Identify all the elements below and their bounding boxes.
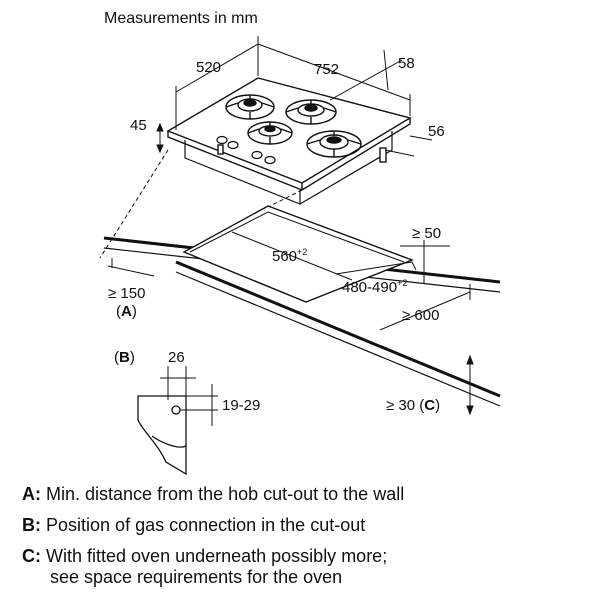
wall-clearance-marker: (A) <box>116 303 137 320</box>
legend-text: Min. distance from the hob cut-out to th… <box>46 484 405 504</box>
legend-item-c-continued: see space requirements for the oven <box>50 567 342 588</box>
hob-dimension-lines <box>156 36 433 157</box>
control-knobs <box>216 135 276 165</box>
cutout-depth-label: 480-490+2 <box>342 278 407 296</box>
hob-right-offset-label: 58 <box>398 55 415 72</box>
burner-rear-right <box>285 99 337 125</box>
hob-depth-label: 520 <box>196 59 221 76</box>
legend: A: Min. distance from the hob cut-out to… <box>0 484 600 594</box>
diagram-title: Measurements in mm <box>104 10 258 27</box>
legend-key: B: <box>22 515 41 535</box>
burner-front-right <box>306 130 362 158</box>
hob-width-label: 752 <box>314 61 339 78</box>
hob-height-label: 45 <box>130 117 147 134</box>
detail-b-drawing <box>137 366 218 476</box>
legend-key: C: <box>22 546 41 566</box>
legend-text: Position of gas connection in the cut-ou… <box>46 515 366 535</box>
cutout <box>182 205 414 303</box>
hob-glass-top <box>166 77 412 184</box>
burner-front-left <box>247 121 293 145</box>
side-clearance-label: ≥ 50 <box>412 225 441 242</box>
legend-item-c: C: With fitted oven underneath possibly … <box>22 546 387 567</box>
legend-item-a: A: Min. distance from the hob cut-out to… <box>22 484 404 505</box>
worktop-depth-label: ≥ 600 <box>402 307 439 324</box>
gas-connection-icon <box>171 405 181 415</box>
legend-key: A: <box>22 484 41 504</box>
legend-text: see space requirements for the oven <box>50 567 343 587</box>
legend-item-b: B: Position of gas connection in the cut… <box>22 515 365 536</box>
cutout-width-label: 560+2 <box>272 247 307 265</box>
detail-b-offset-label: 26 <box>168 349 185 366</box>
burner-rear-left <box>225 94 275 120</box>
hob-front-offset-label: 56 <box>428 123 445 140</box>
detail-b-range-label: 19-29 <box>222 397 260 414</box>
hob-drawing <box>99 77 412 259</box>
detail-b-marker: (B) <box>114 349 135 366</box>
wall-clearance-label: ≥ 150 <box>108 285 145 302</box>
cutout-dimension-lines <box>107 231 474 416</box>
legend-text: With fitted oven underneath possibly mor… <box>46 546 388 566</box>
oven-clearance-label: ≥ 30 (C) <box>386 397 440 414</box>
cutout-outline <box>182 205 414 303</box>
